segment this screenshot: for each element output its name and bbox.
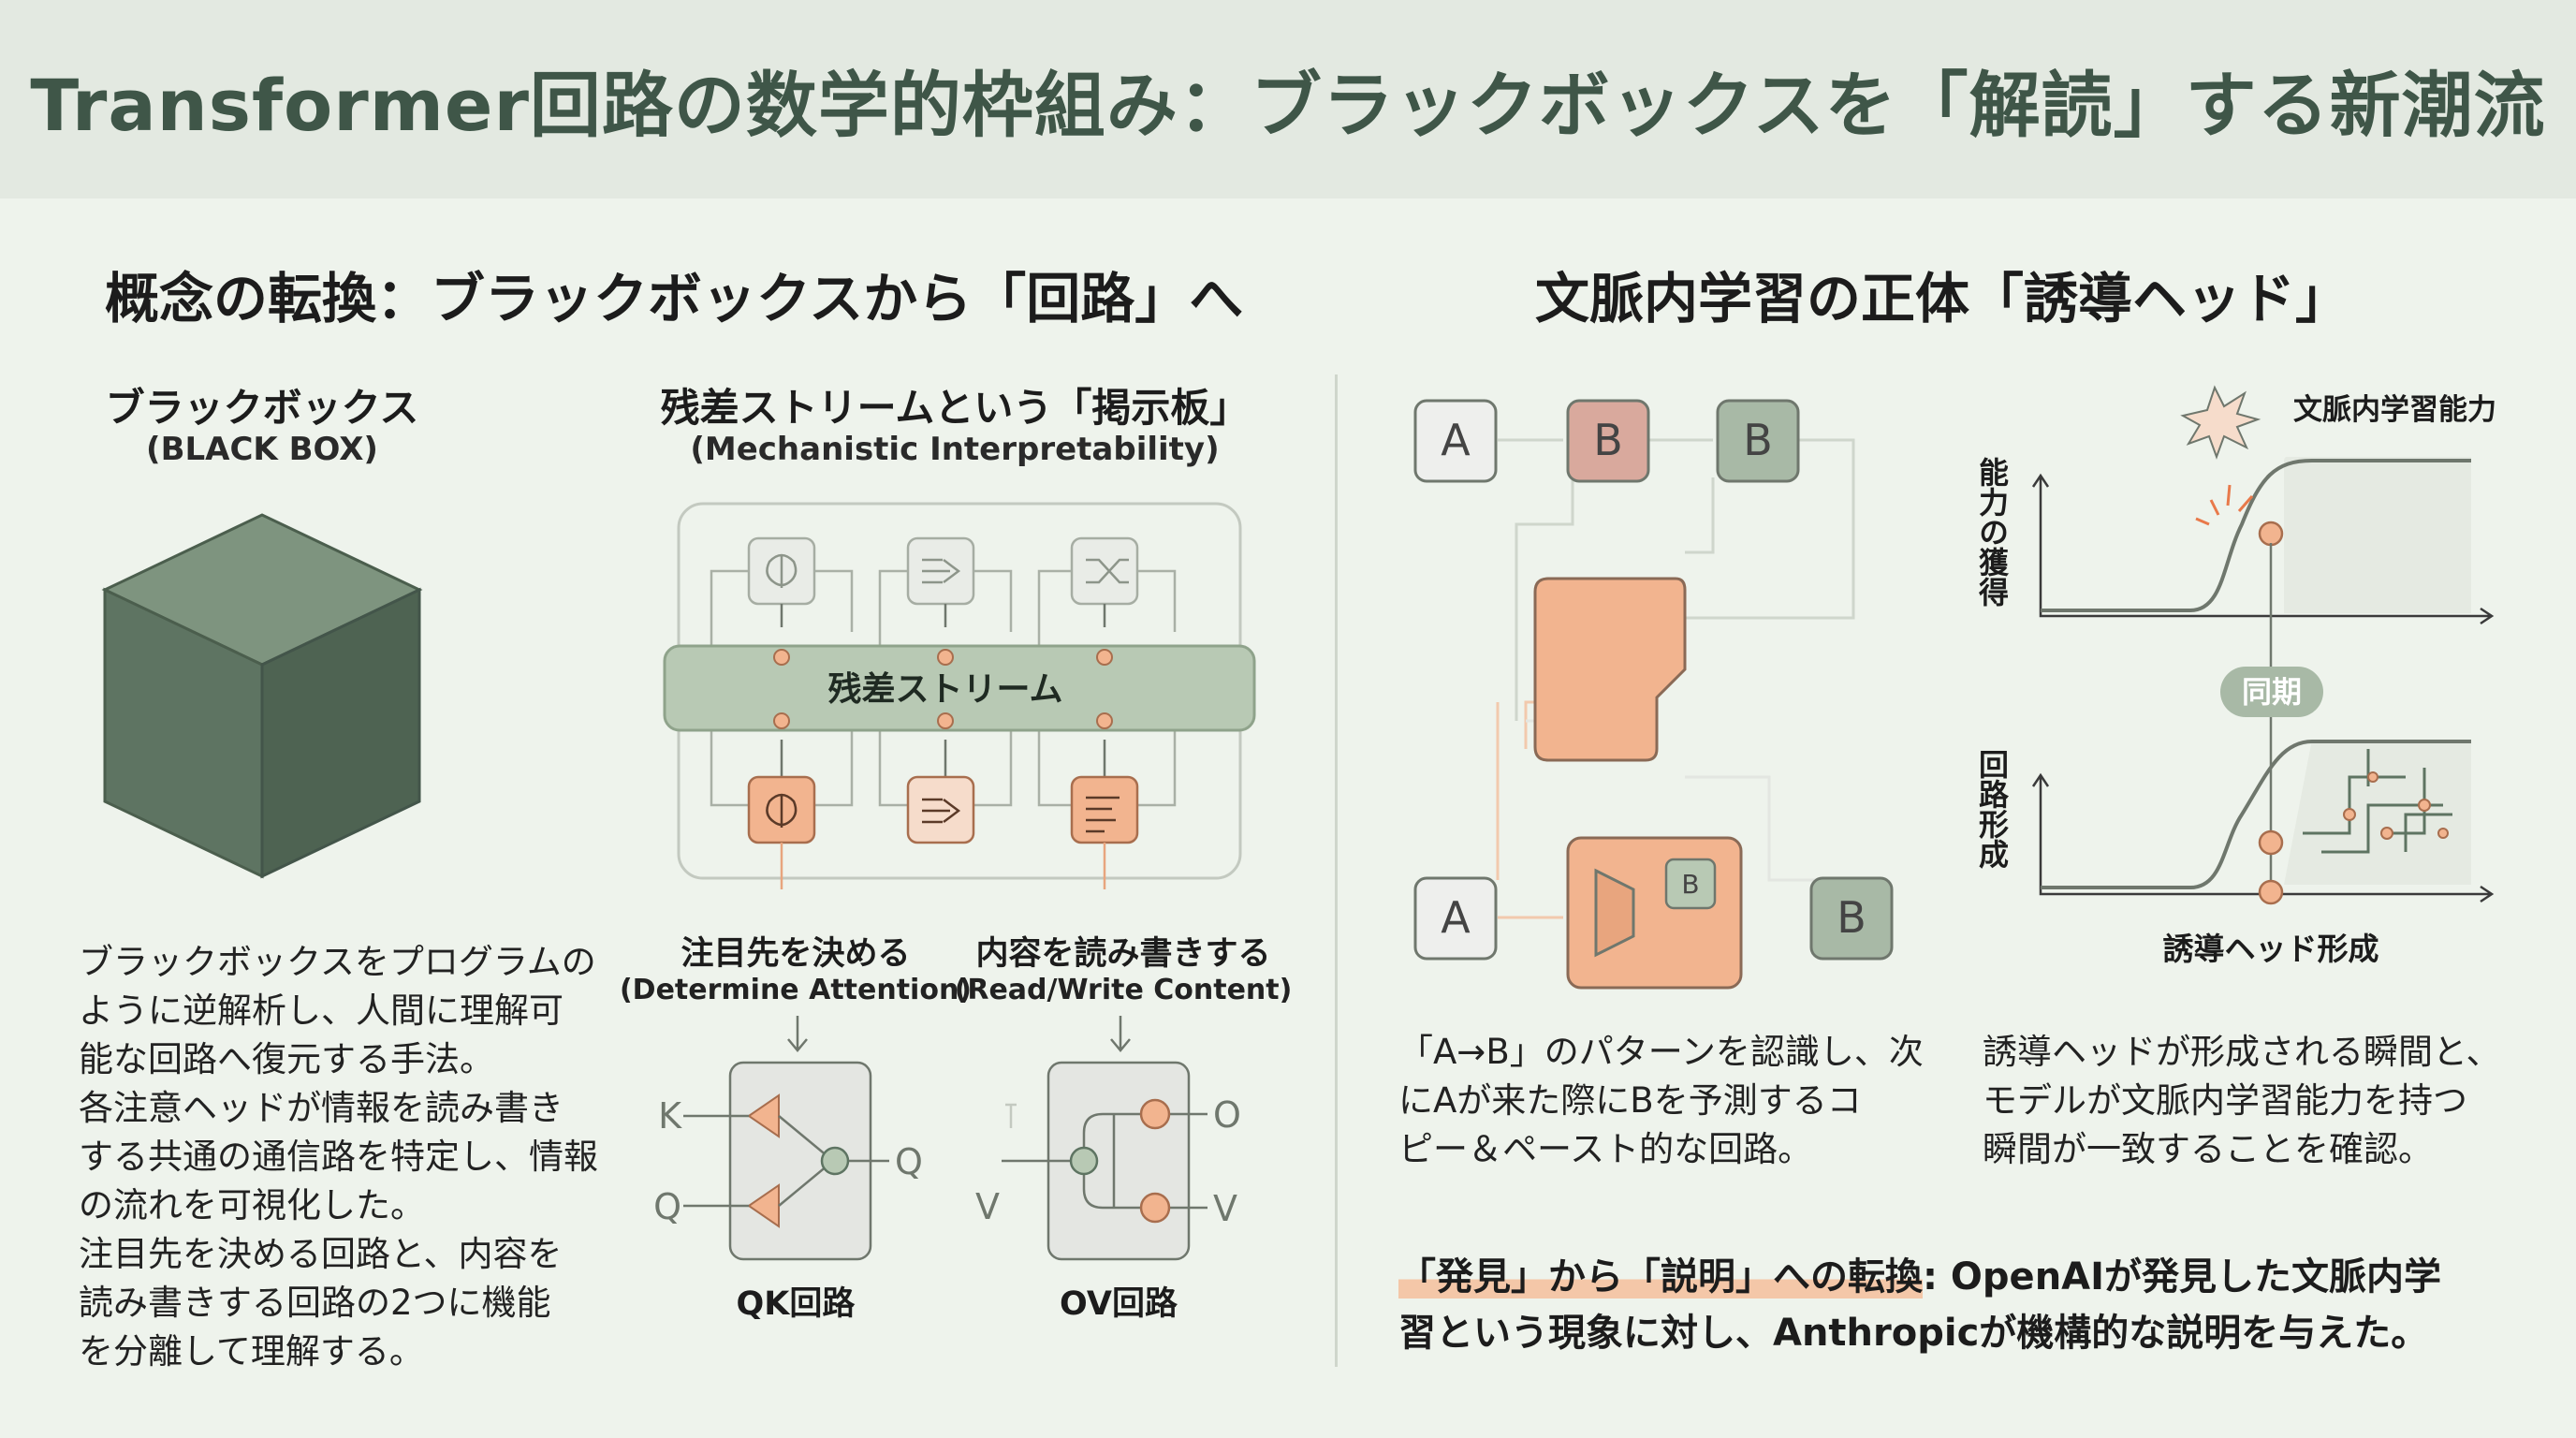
description-line: する共通の通信路を特定し、情報 [79, 1137, 598, 1177]
token-a-top-label: A [1441, 415, 1471, 465]
qk-key-label: K [658, 1095, 682, 1137]
spark-icon [2180, 385, 2261, 460]
black-box-cube [101, 513, 423, 879]
qk-circuit-name: QK回路 [736, 1285, 856, 1323]
caption-line: ピー＆ペースト的な回路。 [1398, 1129, 1813, 1169]
stream-arrows [780, 604, 1106, 777]
description-line: の流れを可視化した。 [79, 1185, 425, 1225]
stream-ports [773, 649, 1113, 729]
synchrony-graphs: 文脈内学習能力 能力の獲得 同期 回路形成 誘導ヘッド形成 [1975, 385, 2496, 967]
inner-token-b-label: B [1681, 869, 1699, 900]
caption-line: 瞬間が一致することを確認。 [1983, 1129, 2433, 1169]
ov-arrow-down [1110, 1016, 1131, 1052]
ability-onset-point [2258, 521, 2284, 547]
token-a-bottom-label: A [1441, 892, 1471, 943]
ov-circuit-name: OV回路 [1060, 1285, 1178, 1323]
qk-circuit: K Q Q [655, 1016, 923, 1261]
ability-axis-label: 能力の獲得 [1975, 457, 2010, 607]
qk-merge-node [820, 1146, 850, 1176]
section-divider [1335, 374, 1338, 1367]
burst-icon [2195, 484, 2254, 526]
graph-caption: 誘導ヘッドが形成される瞬間と、 モデルが文脈内学習能力を持つ 瞬間が一致すること… [1983, 1028, 2501, 1174]
qk-arrow-down [787, 1016, 808, 1052]
description-line: を分離して理解する。 [79, 1331, 424, 1372]
left-description: ブラックボックスをプログラムの ように逆解析し、人間に理解可 能な回路へ復元する… [79, 938, 598, 1376]
token-b-top-1-label: B [1593, 415, 1623, 465]
page-title: Transformer回路の数学的枠組み：ブラックボックスを「解読」する新潮流 [30, 64, 2546, 147]
residual-label: 残差ストリームという「掲示板」 [660, 385, 1250, 431]
token-b-top-2 [1716, 399, 1800, 483]
top-head-boxes [747, 536, 1139, 606]
black-box-label: ブラックボックス [105, 385, 419, 431]
conclusion-line1: : OpenAIが発見した文脈内学 [1923, 1255, 2442, 1299]
token-b-top-1 [1566, 399, 1650, 483]
right-section-title: 文脈内学習の正体「誘導ヘッド」 [1535, 267, 2350, 330]
ability-axes [2031, 473, 2495, 625]
copy-head-shape [1594, 868, 1635, 958]
description-line: ように逆解析し、人間に理解可 [79, 990, 564, 1031]
caption-line: 誘導ヘッドが形成される瞬間と、 [1983, 1032, 2501, 1072]
sync-label: 同期 [2242, 674, 2302, 710]
ov-split-node [1069, 1146, 1099, 1176]
ov-label: 内容を読み書きする [975, 935, 1271, 973]
token-a-top [1413, 399, 1498, 483]
faint-connectors [1498, 438, 1855, 721]
conclusion-line2: 習という現象に対し、Anthropicが機構的な説明を与えた。 [1398, 1312, 2429, 1355]
ability-label: 文脈内学習能力 [2293, 393, 2496, 427]
circuit-axis-label: 回路形成 [1975, 749, 2010, 870]
residual-stream-text: 残差ストリーム [828, 670, 1063, 709]
token-b-bottom [1809, 876, 1894, 961]
description-line: 各注意ヘッドが情報を読み書き [79, 1088, 564, 1128]
circuit-onset-point [2258, 829, 2284, 856]
ov-circuit: V O V [975, 1016, 1241, 1261]
induction-head-diagram: A B B B A B [1413, 399, 1894, 990]
copy-head-block [1566, 836, 1743, 990]
token-a-bottom [1413, 876, 1498, 961]
residual-stream-bar [663, 644, 1256, 732]
conclusion-highlight: 「発見」から「説明」への転換 [1398, 1255, 1923, 1299]
black-box-sublabel: (BLACK BOX) [146, 431, 378, 468]
inner-token-b [1664, 858, 1717, 910]
top-loops [710, 569, 1177, 807]
ability-curve [2041, 459, 2471, 612]
qk-sublabel: (Determine Attention) [619, 974, 973, 1006]
ov-out-bottom-label: V [1213, 1188, 1237, 1229]
circuit-region [2284, 740, 2471, 885]
ov-output-node [1139, 1098, 1171, 1130]
circuit-base-point [2258, 879, 2284, 905]
residual-stream-diagram: 残差ストリーム [663, 502, 1256, 889]
pattern-caption: 「A→B」のパターンを認識し、次 にAが来た際にBを予測するコ ピー＆ペースト的… [1398, 1028, 1924, 1174]
caption-line: モデルが文脈内学習能力を持つ [1983, 1080, 2467, 1121]
shuffle-icon [1070, 536, 1139, 606]
circuit-curve [2041, 740, 2471, 889]
ov-input-label: V [975, 1186, 1000, 1227]
qk-label: 注目先を決める [681, 935, 911, 973]
token-b-bottom-label: B [1837, 892, 1866, 943]
description-line: 能な回路へ復元する手法。 [79, 1039, 494, 1079]
ov-sublabel: (Read/Write Content) [954, 974, 1293, 1006]
caption-line: にAが来た際にBを予測するコ [1398, 1080, 1862, 1121]
circuit-axes [2031, 772, 2495, 903]
qk-output-label: Q [895, 1141, 923, 1182]
bottom-head-boxes [747, 775, 1139, 844]
circuit-nodes [2343, 771, 2449, 840]
attention-head-block [1533, 577, 1687, 762]
residual-sublabel: (Mechanistic Interpretability) [690, 431, 1220, 468]
left-section-title: 概念の転換：ブラックボックスから「回路」へ [105, 267, 1244, 330]
down-connectors [780, 843, 1106, 889]
conclusion: 「発見」から「説明」への転換: OpenAIが発見した文脈内学 習という現象に対… [1398, 1249, 2441, 1361]
qk-query-label: Q [655, 1186, 681, 1227]
ov-out-top-label: O [1213, 1094, 1241, 1136]
token-b-top-2-label: B [1743, 415, 1773, 465]
induction-formation-label: 誘導ヘッド形成 [2163, 931, 2379, 967]
caption-line: 「A→B」のパターンを認識し、次 [1398, 1032, 1924, 1072]
cube-right-face [260, 587, 421, 879]
description-line: 注目先を決める回路と、内容を [79, 1234, 563, 1274]
title-bar: Transformer回路の数学的枠組み：ブラックボックスを「解読」する新潮流 [0, 0, 2576, 198]
description-line: ブラックボックスをプログラムの [79, 942, 596, 982]
ability-region [2284, 457, 2471, 613]
description-line: 読み書きする回路の2つに機能 [79, 1283, 551, 1323]
sync-badge [2220, 667, 2323, 717]
ov-value-node [1139, 1192, 1171, 1224]
